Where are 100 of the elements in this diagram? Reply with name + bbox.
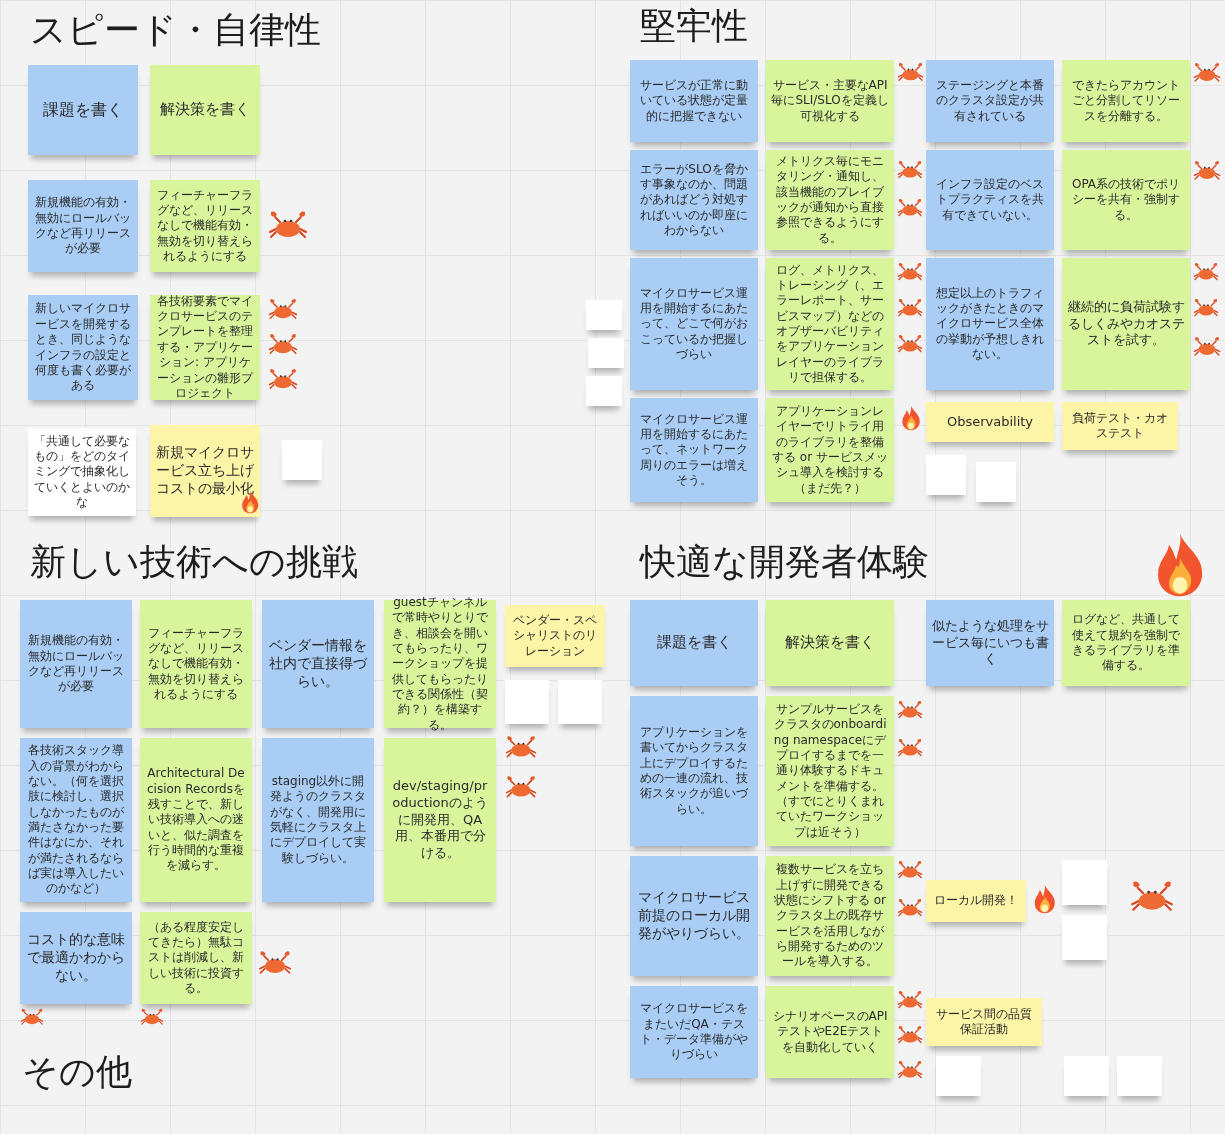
section-heading: その他 [22, 1050, 132, 1094]
note-text: インフラ設定のベストプラクティスを共有できていない。 [935, 176, 1045, 224]
sticky-note [558, 680, 602, 724]
note-text: メトリクス毎にモニタリング・通知し、該当機能のプレイブックが通知から直接参照できるようにする。 [775, 153, 885, 247]
sticky-note [766, 856, 894, 976]
sticky-note [926, 258, 1054, 390]
sticky-note [505, 680, 549, 724]
note-text: guestチャンネルで常時やりとりでき、相談会を開いてもらったり、ワークショップを提供してもらったりできる関係性（契約？）を構築する。 [391, 594, 489, 734]
note-text: 各技術スタック導入の背景がわからない。（何を選択肢に検討し、選択しなかったものが満たさなかった要件はなにか、それが満たされるならば実は導入したいのかなど） [27, 743, 125, 897]
sticky-note [1062, 915, 1107, 960]
note-text: Architectural Decision Recordsを残すことで、新しい技術導入への迷いと、似た調査を行う時間的な重複を減らす。 [146, 766, 246, 874]
note-text: 似たような処理をサービス毎にいつも書く [931, 618, 1049, 668]
sticky-note [140, 912, 252, 1004]
note-text: 各技術要素でマイクロサービスのテンプレートを整理する・アプリケーション: アプリケーションの雛形プロジェクト [156, 293, 255, 402]
note-text: サービス間の品質保証活動 [935, 1006, 1033, 1038]
note-text: 新規機能の有効・無効にロールバックなど再リリースが必要 [27, 633, 125, 695]
note-text: アプリケーションレイヤーでリトライ用のライブラリを整備する or サービスメッシュ導入を検討する（まだ先？） [771, 403, 889, 497]
note-text: ローカル開発！ [934, 893, 1018, 909]
note-text: 新しいマイクロサービスを開発するとき、同じようなインフラの設定と何度も書く必要がある [34, 301, 132, 394]
sticky-note [926, 60, 1054, 142]
sticky-note [630, 258, 758, 390]
note-text: 新規機能の有効・無効にロールバックなど再リリースが必要 [34, 195, 132, 257]
sticky-note [262, 600, 374, 728]
sticky-note [936, 1056, 981, 1096]
sticky-note [150, 65, 260, 155]
sticky-note [766, 150, 894, 250]
note-text: OPA系の技術でポリシーを共有・強制する。 [1070, 176, 1182, 224]
note-text: マイクロサービスをまたいだQA・テスト・データ準備がやりづらい [639, 1001, 749, 1063]
note-text: ログなど、共通して使えて規約を強制できるライブラリを準備する。 [1071, 612, 1181, 674]
section-heading: 快適な開発者体験 [640, 540, 929, 584]
sticky-note [20, 912, 132, 1004]
note-text: 課題を書く [43, 99, 123, 121]
note-text: 解決策を書く [785, 633, 875, 653]
sticky-note [766, 60, 894, 142]
note-text: アプリケーションを書いてからクラスタ上にデプロイするための一連の流れ、技術スタックが追いづらい。 [639, 724, 749, 818]
sticky-note [766, 600, 894, 686]
sticky-note [586, 300, 622, 330]
sticky-note [630, 60, 758, 142]
note-text: 継続的に負荷試験するしくみやカオステストを試す。 [1067, 299, 1185, 349]
sticky-note [1064, 1056, 1109, 1096]
sticky-note [766, 986, 894, 1078]
note-text: マイクロサービス運用を開始するにあたって、どこで何がおこっているか把握しづらい [639, 285, 749, 363]
sticky-note [384, 738, 496, 902]
note-text: ベンダー情報を社内で直接得づらい。 [268, 637, 368, 691]
sticky-note [926, 600, 1054, 686]
section-heading: スピード・自律性 [30, 8, 321, 52]
sticky-note [1117, 1056, 1162, 1096]
note-text: 解決策を書く [160, 100, 250, 120]
sticky-note [20, 600, 132, 728]
note-text: シナリオベースのAPIテストやE2Eテストを自動化していく [771, 1008, 889, 1056]
note-text: staging以外に開発ようのクラスタがなく、開発用に気軽にクラスタ上にデプロイして実験しづらい。 [269, 773, 367, 867]
sticky-note [505, 605, 605, 667]
sticky-note [588, 338, 624, 368]
sticky-note [1062, 60, 1190, 142]
note-text: 「共通して必要なもの」をどのタイミングで抽象化していくとよいのかな [33, 433, 131, 511]
note-text: フィーチャーフラグなど、リリースなしで機能有効・無効を切り替えられるようにする [156, 187, 254, 265]
sticky-note [1062, 860, 1107, 905]
note-text: （ある程度安定してきたら）無駄コストは削減し、新しい技術に投資する。 [147, 919, 245, 997]
sticky-note [630, 986, 758, 1078]
sticky-note [262, 738, 374, 902]
sticky-note [926, 402, 1054, 442]
note-text: サービスが正常に動いている状態が定量的に把握できない [639, 77, 749, 125]
note-text: 複数サービスを立ち上げずに開発できる状態にシフトする or クラスタ上の既存サービスを活用しながら開発するためのツールを導入する。 [772, 862, 888, 970]
sticky-note [20, 738, 132, 902]
sticky-note [630, 696, 758, 846]
note-text: 新規マイクロサービス立ち上げコストの最小化 [155, 444, 255, 498]
note-text: 想定以上のトラフィックがきたときのマイクロサービス全体の挙動が予想しきれない。 [935, 285, 1045, 363]
sticky-note [140, 600, 252, 728]
note-text: ベンダー・スペシャリストのリレーション [512, 612, 598, 660]
note-text: ログ、メトリクス、トレーシング（、エラーレポート、サービスマップ）などのオブザーバビリティをアプリケーションレイヤーのライブラリで担保する。 [775, 262, 885, 386]
note-text: 負荷テスト・カオステスト [1071, 410, 1169, 442]
sticky-note [150, 425, 260, 517]
sticky-note [586, 376, 622, 406]
sticky-note [926, 998, 1042, 1046]
sticky-note [1062, 600, 1190, 686]
note-text: フィーチャーフラグなど、リリースなしで機能有効・無効を切り替えられるようにする [147, 625, 245, 703]
sticky-note [28, 180, 138, 272]
note-text: コスト的な意味で最適かわからない。 [26, 931, 126, 985]
sticky-note [926, 150, 1054, 250]
sticky-note [630, 150, 758, 250]
sticky-note [1062, 150, 1190, 250]
sticky-note [28, 295, 138, 400]
sticky-note [926, 455, 966, 495]
note-text: dev/staging/productionのように開発用、QA用、本番用で分ける。 [391, 778, 489, 862]
sticky-note [926, 880, 1026, 922]
sticky-note [630, 600, 758, 686]
sticky-note [140, 738, 252, 902]
sticky-note [766, 696, 894, 846]
note-text: サンプルサービスをクラスタのonboarding namespaceにデプロイするまでを一通り体験するドキュメントを準備する。（すでにとりくまれていたワークショップは近そう） [772, 701, 888, 841]
note-text: ステージングと本番のクラスタ設定が共有されている [935, 77, 1045, 125]
section-heading: 堅牢性 [640, 4, 748, 48]
sticky-note [150, 180, 260, 272]
sticky-note [28, 65, 138, 155]
note-text: 課題を書く [656, 633, 732, 653]
note-text: マイクロサービス前提のローカル開発がやりづらい。 [637, 889, 751, 943]
note-text: できたらアカウントごと分割してリソースを分離する。 [1071, 77, 1181, 125]
note-text: サービス・主要なAPI毎にSLI/SLOを定義し可視化する [771, 77, 889, 125]
sticky-note [630, 856, 758, 976]
sticky-note [976, 462, 1016, 502]
section-heading: 新しい技術への挑戦 [30, 540, 358, 584]
